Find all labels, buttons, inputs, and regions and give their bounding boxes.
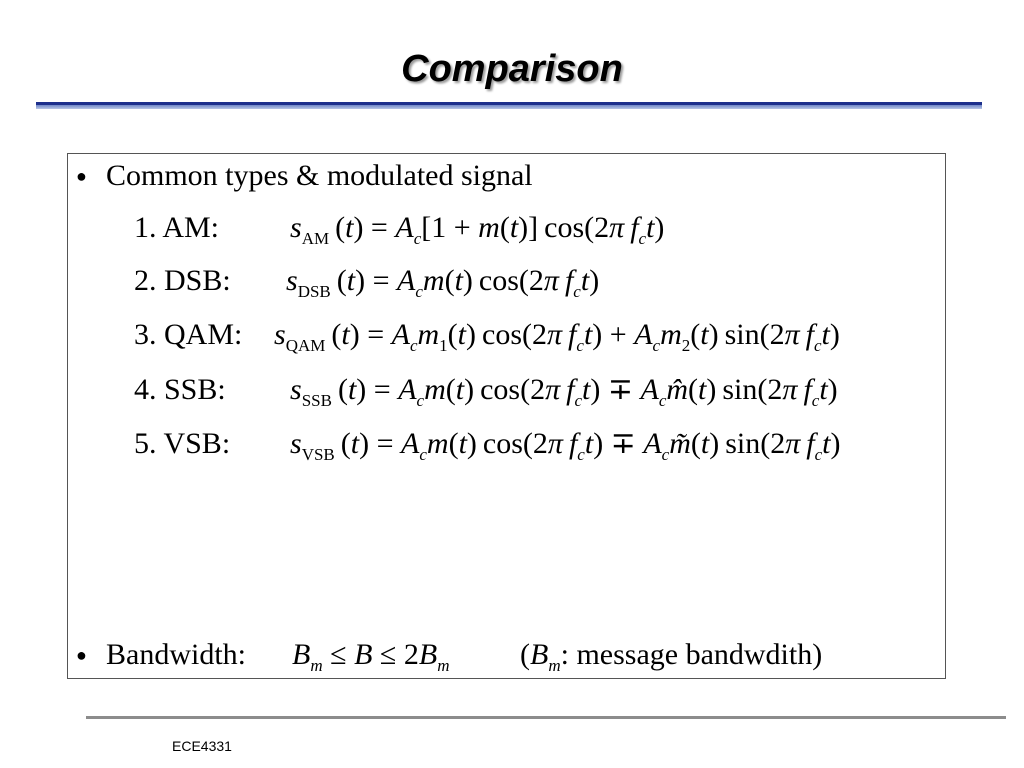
- item-label: 2. DSB:: [134, 264, 231, 297]
- item-label: 1. AM:: [134, 211, 220, 244]
- bandwidth-equation: Bm ≤ B ≤ 2Bm: [292, 638, 450, 675]
- equation-am: sAM (t) = Ac[1 + m(t)] cos(2π fct): [290, 211, 665, 248]
- equation-ssb: sSSB (t) = Acm(t) cos(2π fct) ∓ Acm̂(t) …: [290, 373, 838, 410]
- slide-title: Comparison: [401, 48, 623, 90]
- bullet-icon: ●: [76, 645, 87, 665]
- equation-qam: sQAM (t) = Acm1(t) cos(2π fct) + Acm2(t)…: [274, 318, 840, 355]
- content-box: ● Common types & modulated signal 1. AM:…: [67, 153, 946, 679]
- title-underline: [36, 102, 982, 105]
- equation-vsb: sVSB (t) = Acm(t) cos(2π fct) ∓ Acm̃(t) …: [290, 427, 841, 464]
- item-label: 4. SSB:: [134, 373, 226, 406]
- footer-divider: [86, 716, 1006, 719]
- intro-text: Common types & modulated signal: [106, 159, 533, 192]
- bullet-icon: ●: [76, 166, 87, 186]
- bandwidth-label: Bandwidth:: [106, 638, 246, 671]
- bandwidth-note: (Bm: message bandwdith): [520, 638, 823, 675]
- equation-dsb: sDSB (t) = Acm(t) cos(2π fct): [286, 264, 600, 301]
- title-underline-shade: [36, 105, 982, 109]
- footer-course-code: ECE4331: [172, 738, 232, 754]
- item-label: 3. QAM:: [134, 318, 243, 351]
- item-label: 5. VSB:: [134, 427, 231, 460]
